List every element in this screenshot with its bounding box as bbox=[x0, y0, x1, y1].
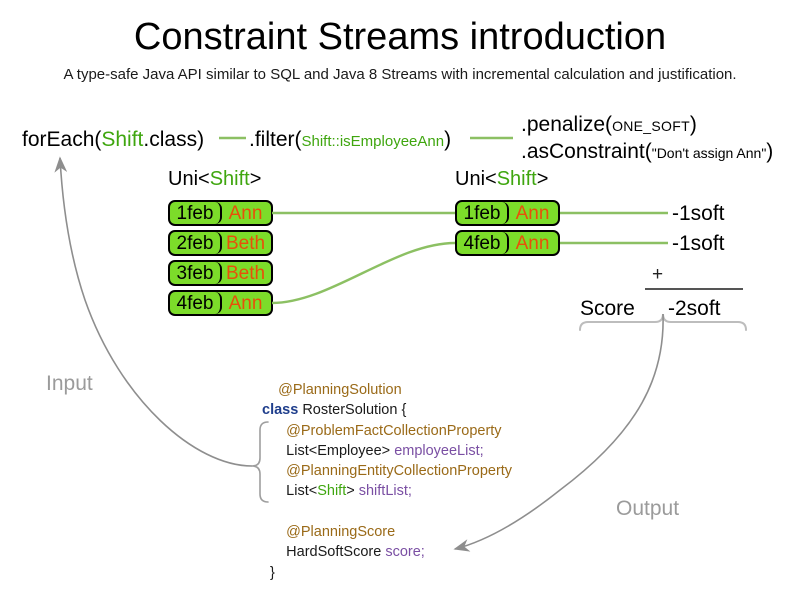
for-each-prefix: forEach( bbox=[22, 128, 102, 151]
output-label: Output bbox=[616, 497, 680, 520]
penalize-suffix: ) bbox=[689, 113, 697, 136]
fact-name: Beth bbox=[225, 262, 266, 284]
for-each-suffix: .class) bbox=[143, 128, 205, 151]
fact-name: Ann bbox=[515, 232, 550, 254]
code-token: class bbox=[262, 402, 299, 419]
score-total: -2soft bbox=[668, 297, 721, 320]
filter-suffix: ) bbox=[444, 128, 452, 151]
uni-left-type: Shift bbox=[209, 168, 250, 190]
uni-left-prefix: Uni< bbox=[168, 168, 210, 190]
code-line: @ProblemFactCollectionProperty bbox=[262, 421, 512, 441]
code-line: List<Shift> shiftList; bbox=[262, 481, 512, 501]
code-line: @PlanningScore bbox=[262, 522, 512, 542]
code-token: > bbox=[346, 483, 359, 500]
uni-right-type: Shift bbox=[496, 168, 537, 190]
score-fraction-line bbox=[645, 288, 743, 290]
code-token: shiftList bbox=[358, 483, 408, 500]
penalty-value-1: -1soft bbox=[672, 202, 725, 225]
uni-left-suffix: > bbox=[249, 168, 262, 190]
as-constraint-prefix: .asConstraint( bbox=[521, 140, 652, 163]
fact-row[interactable]: 3feb Beth bbox=[168, 260, 273, 286]
uni-right-suffix: > bbox=[536, 168, 549, 190]
code-token: @PlanningEntityCollectionProperty bbox=[262, 463, 513, 480]
fact-row[interactable]: 4feb Ann bbox=[455, 230, 560, 256]
input-label: Input bbox=[46, 372, 93, 395]
code-line: HardSoftScore score; bbox=[262, 542, 512, 562]
filter-call: .filter(Shift::isEmployeeAnn) bbox=[249, 128, 451, 152]
fact-name: Ann bbox=[228, 202, 263, 224]
code-token: ; bbox=[420, 544, 425, 561]
as-constraint-call: .asConstraint("Don't assign Ann") bbox=[521, 140, 773, 164]
fact-row[interactable]: 1feb Ann bbox=[168, 200, 273, 226]
code-token: } bbox=[262, 564, 275, 581]
fact-date: 4feb bbox=[457, 232, 509, 254]
code-line: @PlanningEntityCollectionProperty bbox=[262, 461, 512, 481]
for-each-call: forEach(Shift.class) bbox=[22, 128, 204, 152]
score-operator: + bbox=[652, 264, 664, 285]
filter-ref: Shift::isEmployeeAnn bbox=[301, 133, 445, 150]
penalize-call: .penalize(ONE_SOFT) bbox=[521, 113, 697, 137]
code-token: @ProblemFactCollectionProperty bbox=[262, 422, 502, 439]
code-line: @PlanningSolution bbox=[262, 380, 512, 400]
fact-name: Ann bbox=[228, 292, 263, 314]
stream-right-rows: 1feb Ann 4feb Ann bbox=[455, 200, 560, 256]
code-token: @PlanningScore bbox=[262, 524, 396, 541]
code-line bbox=[262, 502, 512, 522]
score-label: Score bbox=[580, 297, 635, 320]
filter-prefix: .filter( bbox=[249, 128, 302, 151]
for-each-type: Shift bbox=[101, 128, 144, 151]
uni-label-left: Uni<Shift> bbox=[168, 168, 261, 191]
uni-right-prefix: Uni< bbox=[455, 168, 497, 190]
uni-label-right: Uni<Shift> bbox=[455, 168, 548, 191]
fact-date: 1feb bbox=[457, 202, 509, 224]
code-token: RosterSolution { bbox=[298, 402, 407, 419]
code-token: Shift bbox=[317, 483, 347, 500]
fact-date: 4feb bbox=[170, 292, 222, 314]
code-line: List<Employee> employeeList; bbox=[262, 441, 512, 461]
page-title: Constraint Streams introduction bbox=[133, 16, 667, 58]
penalty-value-2: -1soft bbox=[672, 232, 725, 255]
code-token: score bbox=[385, 544, 421, 561]
code-line: class RosterSolution { bbox=[262, 400, 512, 420]
penalize-arg: ONE_SOFT bbox=[612, 118, 690, 134]
fact-date: 1feb bbox=[170, 202, 222, 224]
code-token: ; bbox=[407, 483, 412, 500]
code-token: ; bbox=[479, 442, 484, 459]
code-token: List<Employee> bbox=[262, 442, 395, 459]
page-subtitle: A type-safe Java API similar to SQL and … bbox=[63, 66, 737, 83]
code-token: List< bbox=[262, 483, 318, 500]
stream-left-rows: 1feb Ann 2feb Beth 3feb Beth 4feb Ann bbox=[168, 200, 273, 316]
code-token: employeeList bbox=[394, 442, 480, 459]
fact-row[interactable]: 1feb Ann bbox=[455, 200, 560, 226]
fact-date: 2feb bbox=[170, 232, 222, 254]
as-constraint-arg: "Don't assign Ann" bbox=[651, 145, 767, 161]
fact-name: Ann bbox=[515, 202, 550, 224]
fact-name: Beth bbox=[225, 232, 266, 254]
penalize-prefix: .penalize( bbox=[521, 113, 613, 136]
fact-date: 3feb bbox=[170, 262, 222, 284]
as-constraint-suffix: ) bbox=[766, 140, 774, 163]
code-token: HardSoftScore bbox=[262, 544, 386, 561]
fact-row[interactable]: 4feb Ann bbox=[168, 290, 273, 316]
connector-row4-to-row2 bbox=[271, 241, 456, 305]
code-line: } bbox=[262, 563, 512, 583]
code-token: @PlanningSolution bbox=[278, 382, 402, 398]
fact-row[interactable]: 2feb Beth bbox=[168, 230, 273, 256]
code-token bbox=[262, 382, 278, 398]
